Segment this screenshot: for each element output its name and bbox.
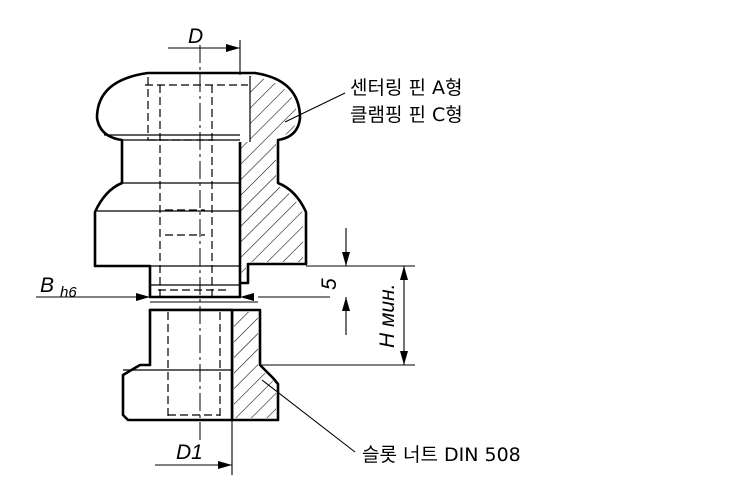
pin-label-line2: 클램핑 핀 C형 — [350, 104, 463, 126]
pin-section-hatch — [240, 76, 303, 281]
dimension-B: B h6 — [36, 274, 330, 303]
dim-B-subscript: h6 — [60, 284, 77, 301]
slot-nut — [121, 308, 280, 422]
nut-body — [121, 308, 234, 422]
nut-label: 슬롯 너트 DIN 508 — [362, 444, 521, 466]
dim-B-label: B — [40, 274, 54, 297]
pin-label-line1: 센터링 핀 A형 — [350, 77, 462, 99]
dim-D-label: D — [188, 25, 203, 48]
nut-leader-line — [261, 379, 356, 453]
dimension-D1: D1 — [155, 420, 233, 475]
dim-D1-label: D1 — [176, 441, 203, 464]
pin-leader-line — [284, 92, 346, 123]
nut-section-hatch — [234, 312, 276, 418]
dimension-5-H: 5 H мин. — [260, 228, 415, 366]
dim-5-label: 5 — [318, 278, 341, 290]
dim-H-label: H мин. — [376, 284, 399, 348]
dimension-D: D — [168, 25, 241, 75]
